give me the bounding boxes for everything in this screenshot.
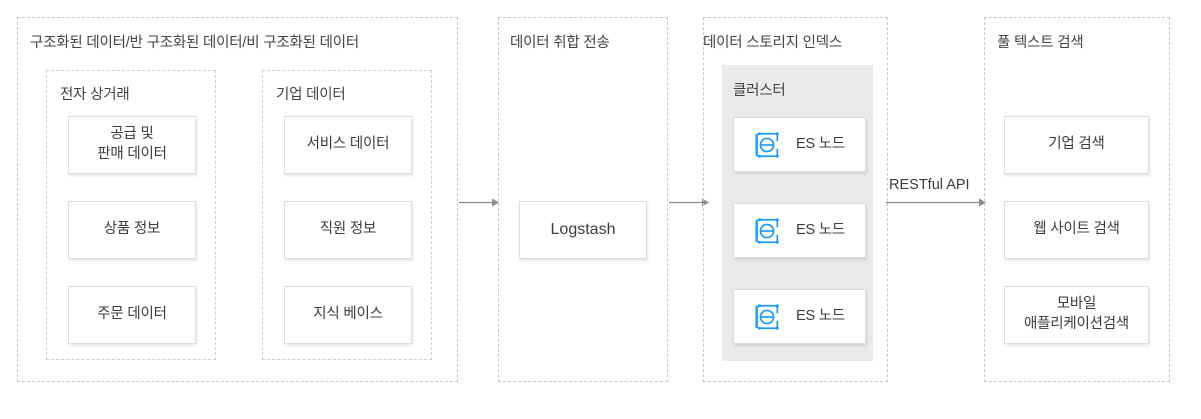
card-label: 직원 정보 xyxy=(319,221,377,238)
arrow-restful-api-label: RESTful API xyxy=(889,177,970,193)
card-logstash[interactable]: Logstash xyxy=(519,201,647,259)
stage-data-ingest-title: 데이터 취합 전송 xyxy=(510,35,610,51)
card-product-info[interactable]: 상품 정보 xyxy=(68,201,196,259)
card-label: ES 노드 xyxy=(796,307,846,324)
group-enterprise-data xyxy=(262,70,432,360)
card-label: 모바일 애플리케이션검색 xyxy=(1023,296,1130,332)
card-label: 서비스 데이터 xyxy=(306,136,390,153)
stage-data-ingest xyxy=(498,17,668,382)
card-supply-sales-data[interactable]: 공급 및 판매 데이터 xyxy=(68,116,196,174)
stage-data-sources-title: 구조화된 데이터/반 구조화된 데이터/비 구조화된 데이터 xyxy=(30,35,360,51)
elasticsearch-node-icon xyxy=(755,303,779,330)
stage-data-sources xyxy=(17,17,458,382)
card-knowledge-base[interactable]: 지식 베이스 xyxy=(284,286,412,344)
card-label: 지식 베이스 xyxy=(313,306,383,323)
card-label: 상품 정보 xyxy=(103,221,161,238)
group-ecommerce xyxy=(46,70,216,360)
stage-data-storage-index xyxy=(703,17,888,382)
card-mobile-app-search[interactable]: 모바일 애플리케이션검색 xyxy=(1004,286,1149,344)
card-order-data[interactable]: 주문 데이터 xyxy=(68,286,196,344)
card-label: 주문 데이터 xyxy=(97,306,167,323)
card-label: 기업 검색 xyxy=(1048,136,1105,153)
stage-data-storage-index-title: 데이터 스토리지 인덱스 xyxy=(703,35,843,51)
arrow-storage-to-search xyxy=(886,198,986,207)
stage-full-text-search-title: 풀 텍스트 검색 xyxy=(997,35,1084,51)
card-label: 공급 및 판매 데이터 xyxy=(97,126,167,162)
elasticsearch-node-icon xyxy=(755,217,779,244)
card-enterprise-search[interactable]: 기업 검색 xyxy=(1004,116,1149,174)
cluster-title: 클러스터 xyxy=(733,83,786,99)
elasticsearch-node-icon xyxy=(755,131,779,158)
card-website-search[interactable]: 웹 사이트 검색 xyxy=(1004,201,1149,259)
card-es-node-2[interactable]: ES 노드 xyxy=(733,203,866,258)
card-service-data[interactable]: 서비스 데이터 xyxy=(284,116,412,174)
group-enterprise-data-title: 기업 데이터 xyxy=(276,87,346,103)
arrow-sources-to-ingest xyxy=(459,198,499,207)
card-es-node-3[interactable]: ES 노드 xyxy=(733,289,866,344)
card-label: Logstash xyxy=(550,221,616,239)
card-employee-info[interactable]: 직원 정보 xyxy=(284,201,412,259)
card-label: 웹 사이트 검색 xyxy=(1033,221,1120,238)
stage-full-text-search xyxy=(984,17,1170,382)
card-label: ES 노드 xyxy=(796,221,846,238)
group-ecommerce-title: 전자 상거래 xyxy=(60,87,130,103)
card-es-node-1[interactable]: ES 노드 xyxy=(733,117,866,172)
card-label: ES 노드 xyxy=(796,135,846,152)
